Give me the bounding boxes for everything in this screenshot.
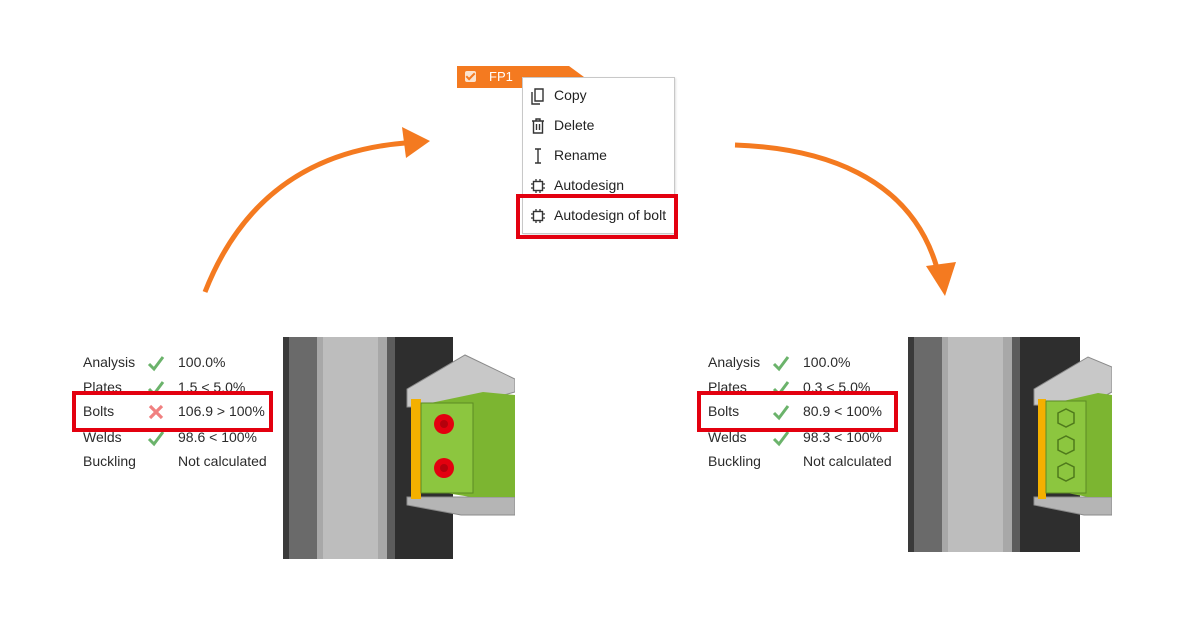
check-fail-icon — [148, 404, 164, 420]
menu-item-label: Delete — [554, 117, 595, 133]
check-value: 100.0% — [178, 354, 226, 370]
tab-checkbox[interactable] — [465, 71, 476, 82]
check-value: 98.6 < 100% — [178, 429, 258, 445]
menu-item-autodesign-of-bolt[interactable]: Autodesign of bolt — [523, 202, 674, 230]
check-value: 80.9 < 100% — [803, 403, 883, 419]
check-value: 100.0% — [803, 354, 851, 370]
bolt-middle — [1057, 435, 1075, 455]
context-menu: Copy Delete Rename Autodesign Autodesign… — [522, 77, 675, 234]
copy-icon — [531, 88, 544, 105]
connection-3d-view-before — [283, 337, 515, 559]
chip-icon — [531, 209, 545, 223]
check-label: Welds — [83, 429, 122, 445]
bolts-row-highlight-after: Bolts 80.9 < 100% — [697, 391, 898, 432]
tab-label: FP1 — [489, 69, 513, 84]
check-label: Bolts — [83, 403, 115, 419]
check-value: 106.9 > 100% — [178, 403, 265, 419]
bolts-row-highlight-before: Bolts 106.9 > 100% — [72, 391, 273, 432]
check-label: Welds — [708, 429, 747, 445]
text-cursor-icon — [535, 148, 541, 164]
check-value: Not calculated — [803, 453, 892, 469]
check-pass-icon — [772, 356, 790, 372]
arrow-to-result — [734, 142, 940, 269]
menu-item-label: Copy — [554, 87, 587, 103]
check-label: Analysis — [83, 354, 136, 370]
arrow-to-result-head — [926, 262, 956, 296]
check-label: Analysis — [708, 354, 761, 370]
check-pass-icon — [772, 431, 790, 447]
trash-icon — [532, 118, 544, 134]
menu-item-copy[interactable]: Copy — [523, 82, 674, 110]
chip-icon — [531, 179, 545, 193]
menu-item-label: Rename — [554, 147, 607, 163]
check-pass-icon — [147, 431, 165, 447]
menu-item-delete[interactable]: Delete — [523, 112, 674, 140]
bolt-bottom — [1057, 462, 1075, 482]
menu-item-label: Autodesign of bolt — [554, 207, 667, 223]
check-pass-icon — [772, 405, 790, 421]
autodesign-of-bolt-highlight — [516, 194, 678, 239]
menu-item-label: Autodesign — [554, 177, 625, 193]
check-label: Buckling — [83, 453, 136, 469]
check-value: Not calculated — [178, 453, 267, 469]
arrow-to-menu — [202, 140, 406, 293]
menu-item-rename[interactable]: Rename — [523, 142, 674, 170]
check-pass-icon — [147, 356, 165, 372]
connection-3d-view-after — [908, 337, 1112, 552]
menu-item-autodesign[interactable]: Autodesign — [523, 172, 674, 200]
check-label: Buckling — [708, 453, 761, 469]
check-label: Bolts — [708, 403, 740, 419]
check-value: 98.3 < 100% — [803, 429, 883, 445]
bolt-top — [1057, 408, 1075, 428]
arrow-to-menu-head — [402, 127, 430, 158]
